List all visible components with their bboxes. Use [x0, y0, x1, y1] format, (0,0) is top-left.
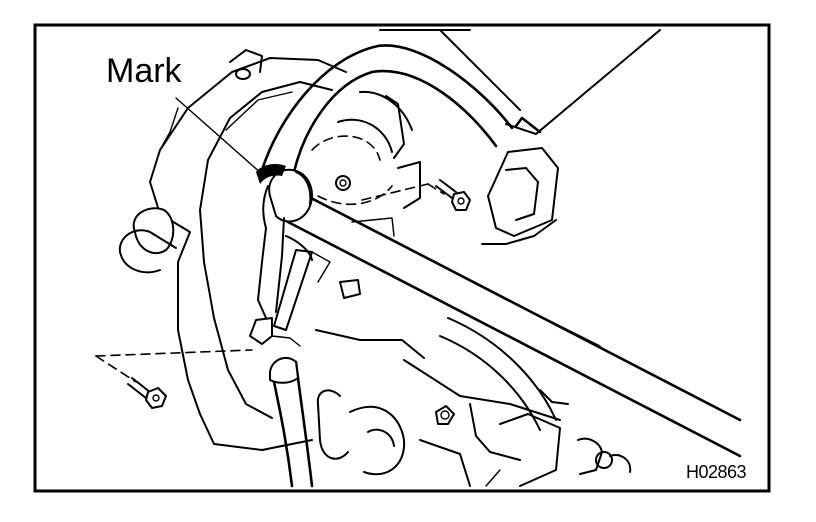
hose [269, 356, 314, 488]
shaft [268, 168, 742, 458]
bolt-left [95, 349, 253, 409]
loop-hose [439, 317, 557, 431]
mechanism [311, 95, 421, 237]
mark-label: Mark [106, 52, 183, 90]
figure-frame [33, 23, 771, 493]
linkage [249, 185, 361, 347]
figure-code-label: H02863 [686, 462, 747, 482]
housing [118, 49, 347, 451]
curved-rail [260, 44, 514, 174]
lower-body [315, 329, 632, 487]
bolt-right [361, 179, 471, 211]
upper-frame [379, 29, 661, 245]
alignment-mark [175, 97, 286, 184]
